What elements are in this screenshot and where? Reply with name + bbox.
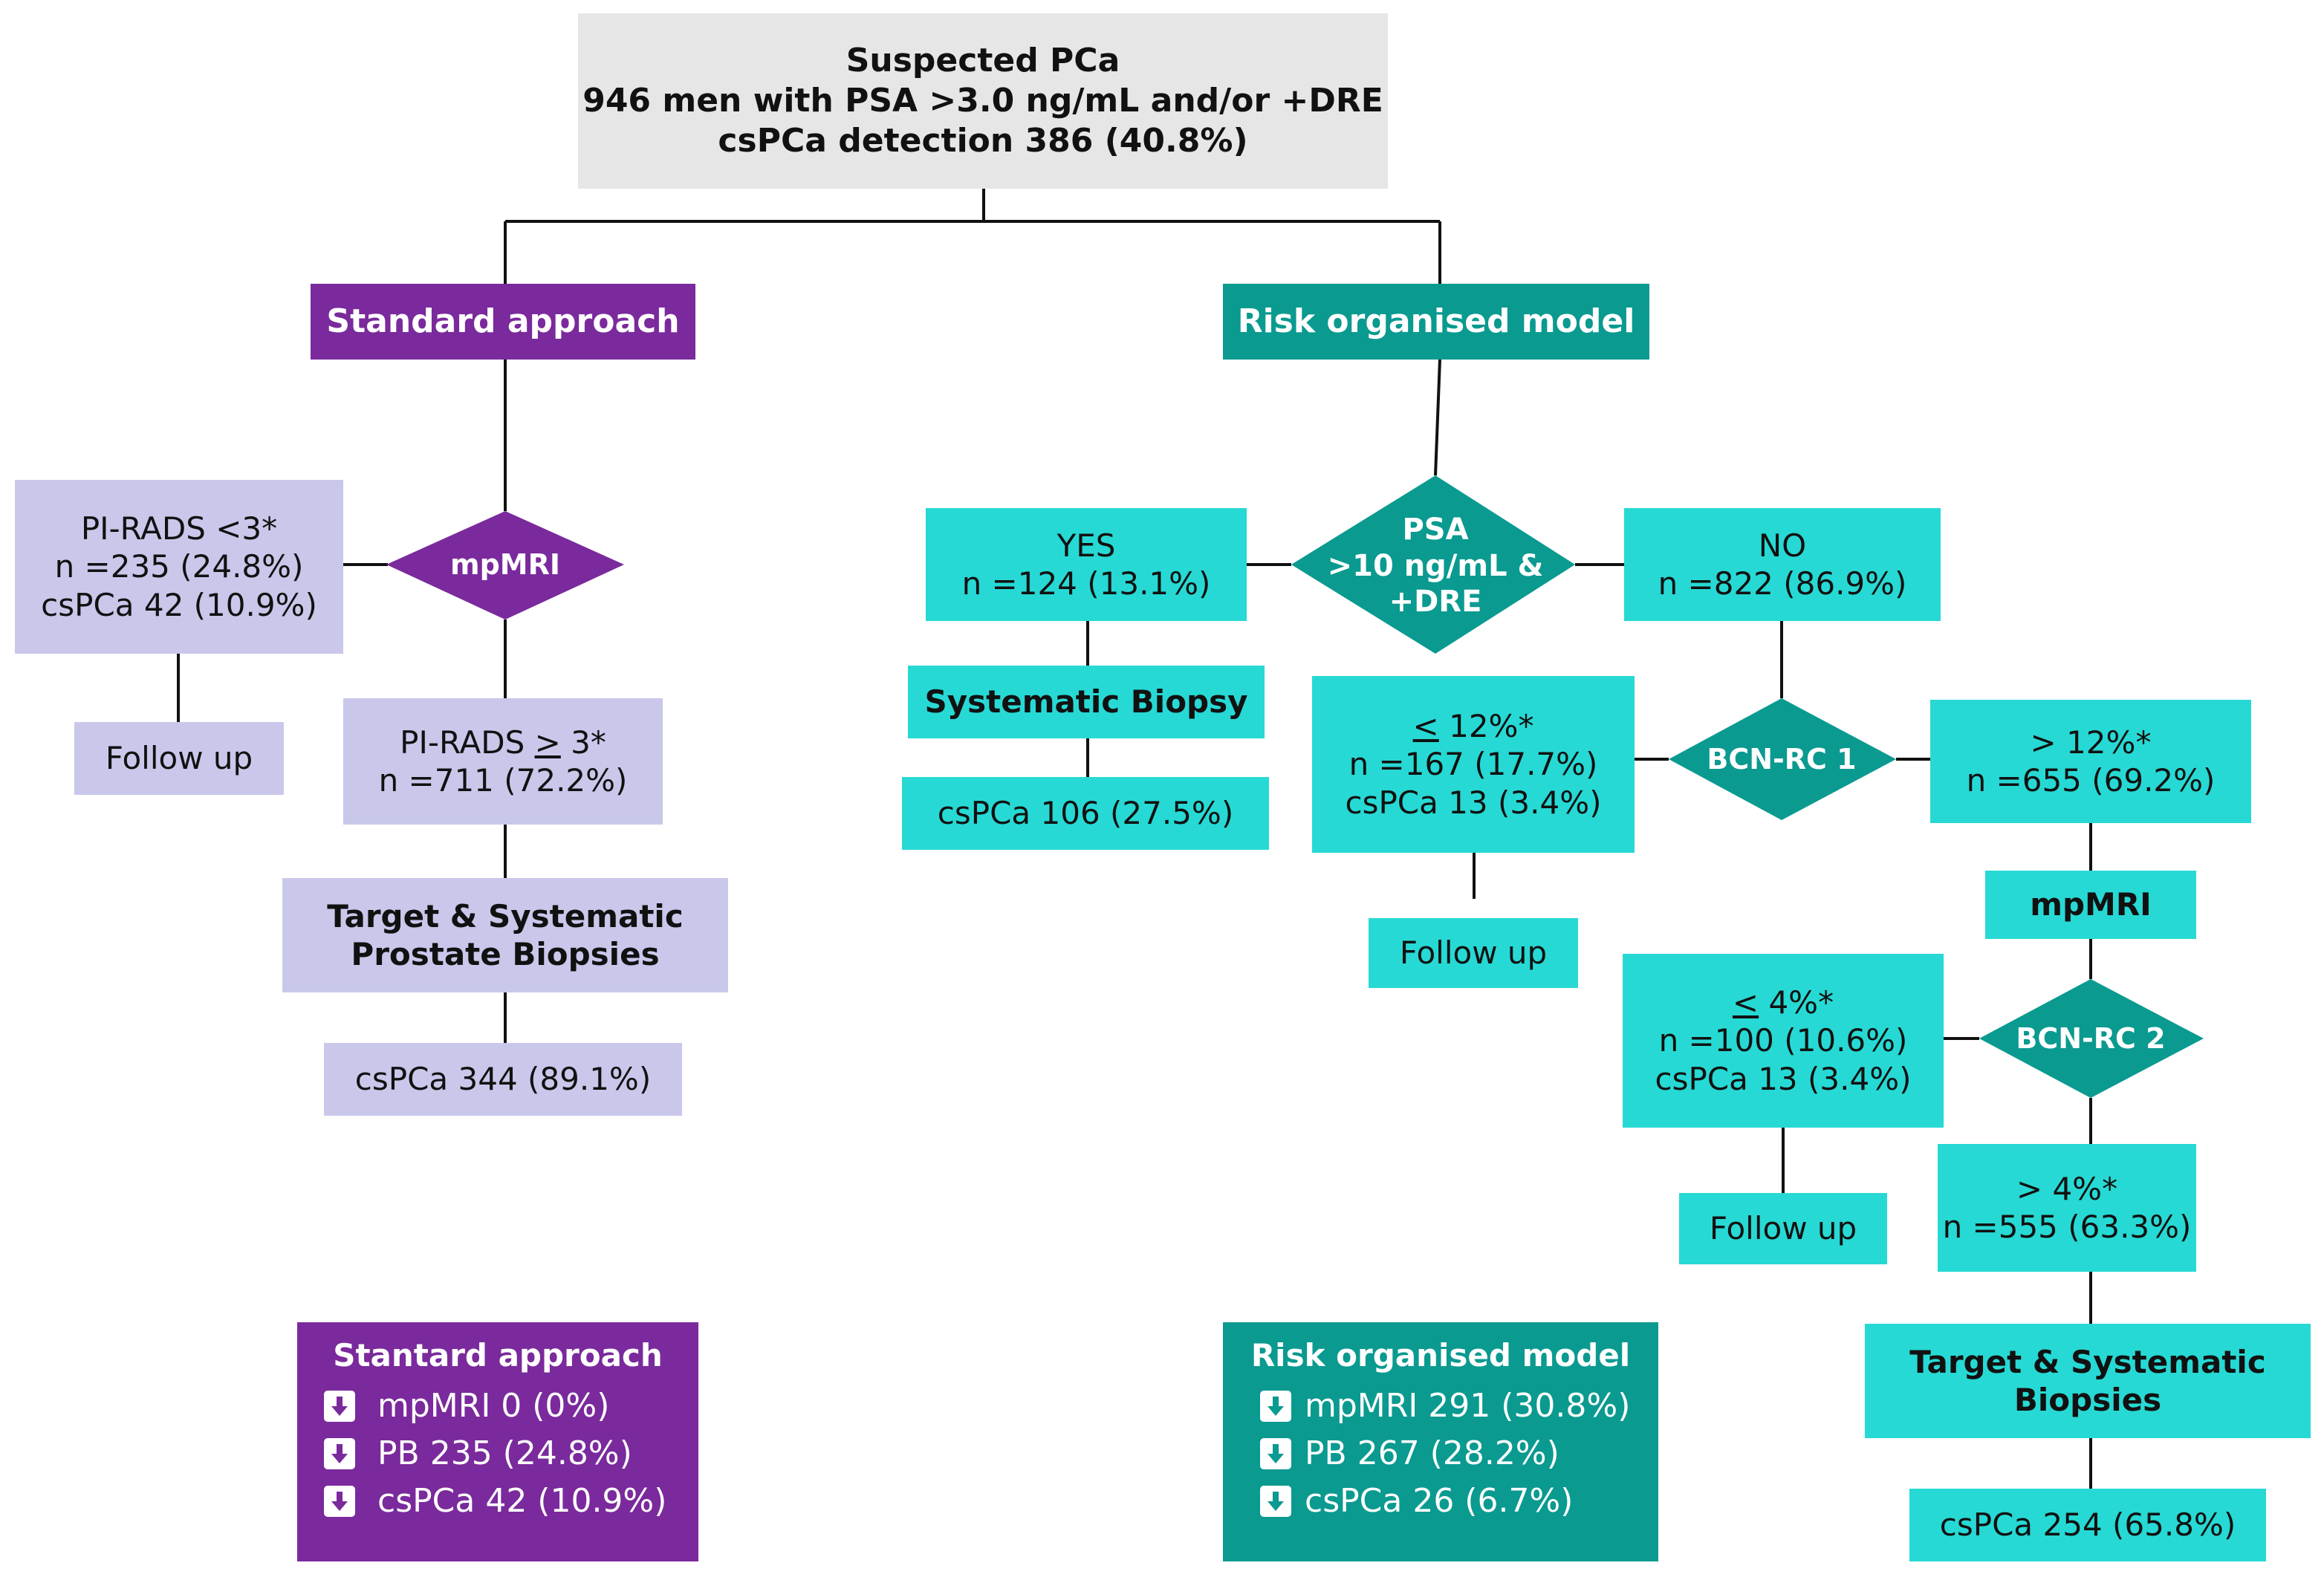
standard-follow-up-box: Follow up <box>74 722 284 795</box>
bcn-rc2-label: BCN-RC 2 <box>2016 1021 2166 1055</box>
risk-mpmri-box: mpMRI <box>1985 871 2196 939</box>
bcn-rc1-diamond <box>1669 698 1896 820</box>
down-arrow-icon <box>1260 1485 1291 1517</box>
suspected-pca-box: Suspected PCa 946 men with PSA >3.0 ng/m… <box>578 13 1388 189</box>
bcn1-high-box: > 12%* n =655 (69.2%) <box>1930 700 2251 823</box>
down-arrow-icon <box>324 1485 355 1517</box>
bcn1-low-box: < 12%* n =167 (17.7%) csPCa 13 (3.4%) <box>1312 676 1635 853</box>
bcn-rc1-label: BCN-RC 1 <box>1707 742 1857 776</box>
standard-summary-box: Stantard approach mpMRI 0 (0%) PB 235 (2… <box>297 1322 698 1561</box>
standard-biopsy-box: Target & Systematic Prostate Biopsies <box>282 878 728 992</box>
bcn2-low-box: < 4%* n =100 (10.6%) csPCa 13 (3.4%) <box>1623 954 1944 1128</box>
pirads-low-box: PI-RADS <3* n =235 (24.8%) csPCa 42 (10.… <box>15 480 343 654</box>
risk-follow-up-1-box: Follow up <box>1369 918 1578 988</box>
summary-row: mpMRI 0 (0%) <box>324 1382 698 1430</box>
bcn-rc2-diamond <box>1979 979 2204 1098</box>
psa-yes-box: YES n =124 (13.1%) <box>926 508 1247 621</box>
bcn2-low-line-1: < 4%* <box>1732 984 1834 1021</box>
down-arrow-icon <box>1260 1437 1291 1469</box>
psa-diamond <box>1291 475 1575 654</box>
mpmri-diamond <box>386 511 624 620</box>
standard-summary-title: Stantard approach <box>333 1337 663 1374</box>
standard-mpmri-label: mpMRI <box>449 547 560 581</box>
standard-result-box: csPCa 344 (89.1%) <box>324 1043 682 1116</box>
bcn2-high-box: > 4%* n =555 (63.3%) <box>1938 1144 2196 1272</box>
summary-row: csPCa 42 (10.9%) <box>324 1478 698 1525</box>
top-line-3: csPCa detection 386 (40.8%) <box>718 121 1248 160</box>
yes-result-box: csPCa 106 (27.5%) <box>902 777 1269 850</box>
summary-row: mpMRI 291 (30.8%) <box>1260 1382 1658 1430</box>
down-arrow-icon <box>324 1437 355 1469</box>
risk-result-box: csPCa 254 (65.8%) <box>1909 1489 2266 1561</box>
bcn1-low-line-1: < 12%* <box>1412 708 1534 745</box>
summary-row: PB 235 (24.8%) <box>324 1430 698 1478</box>
down-arrow-icon <box>1260 1390 1291 1422</box>
psa-no-box: NO n =822 (86.9%) <box>1624 508 1941 621</box>
risk-model-header: Risk organised model <box>1223 284 1649 360</box>
summary-row: PB 267 (28.2%) <box>1260 1430 1658 1478</box>
summary-row: csPCa 26 (6.7%) <box>1260 1478 1658 1525</box>
risk-summary-title: Risk organised model <box>1250 1337 1631 1374</box>
systematic-biopsy-box: Systematic Biopsy <box>908 666 1265 738</box>
risk-biopsy-box: Target & Systematic Biopsies <box>1865 1324 2311 1438</box>
top-line-2: 946 men with PSA >3.0 ng/mL and/or +DRE <box>582 82 1383 120</box>
risk-follow-up-2-box: Follow up <box>1679 1193 1887 1264</box>
pirads-high-line-1: PI-RADS > 3* <box>400 724 606 761</box>
down-arrow-icon <box>324 1390 355 1422</box>
risk-summary-box: Risk organised model mpMRI 291 (30.8%) P… <box>1223 1322 1658 1561</box>
top-line-1: Suspected PCa <box>845 42 1120 80</box>
psa-diamond-label: PSA >10 ng/mL & +DRE <box>1327 512 1544 620</box>
pirads-high-box: PI-RADS > 3* n =711 (72.2%) <box>343 698 663 825</box>
standard-approach-header: Standard approach <box>311 284 695 360</box>
